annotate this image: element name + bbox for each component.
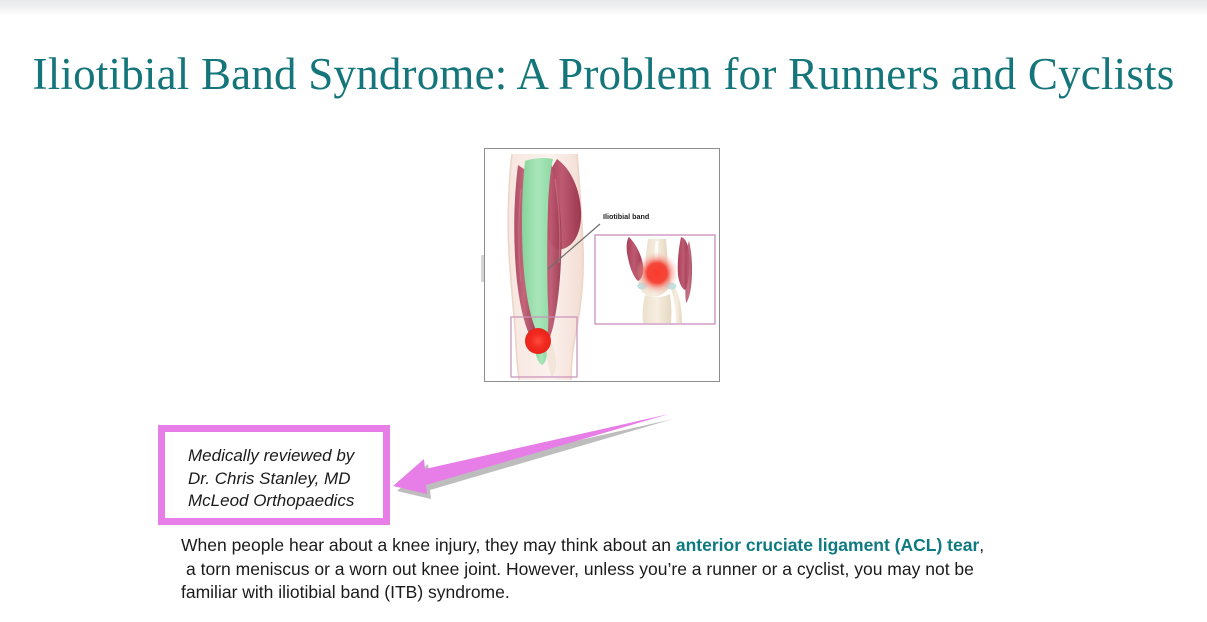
inset-pain-spot	[636, 252, 678, 294]
leg-anatomy-group	[507, 153, 584, 381]
itb-annotation-label: Iliotibial band	[603, 212, 649, 221]
iliotibial-band-illustration: Iliotibial band	[485, 149, 719, 381]
body-line-3: familiar with iliotibial band (ITB) synd…	[181, 582, 510, 602]
iliotibial-band	[521, 157, 553, 348]
muscle-highlight-1	[554, 178, 561, 264]
roi-rectangle-knee	[510, 316, 578, 378]
body-line-2: a torn meniscus or a worn out knee joint…	[186, 558, 974, 579]
leg-outline-left	[507, 153, 520, 381]
acl-tear-link[interactable]: anterior cruciate ligament (ACL) tear	[675, 535, 980, 555]
anatomy-figure: Iliotibial band	[484, 148, 720, 382]
inset-muscle-lateral-2	[685, 241, 693, 303]
page-top-shadow-band	[0, 0, 1207, 16]
pain-spot-knee	[525, 328, 551, 354]
reviewer-text-block: Medically reviewed by Dr. Chris Stanley,…	[188, 445, 354, 513]
leg-outline-right	[570, 153, 584, 381]
tibia	[642, 294, 672, 323]
arrow-body	[393, 414, 669, 494]
article-body-paragraph: When people hear about a knee injury, th…	[181, 534, 1026, 605]
leader-line	[547, 223, 601, 270]
arrow-shadow	[397, 419, 673, 499]
annotation-group: Iliotibial band	[547, 212, 649, 270]
figure-left-handle	[481, 255, 485, 282]
body-line-1-text-before-link: When people hear about a knee injury, th…	[181, 535, 676, 555]
muscle-highlight-2	[518, 188, 522, 282]
page-title: Iliotibial Band Syndrome: A Problem for …	[32, 49, 1175, 100]
body-line-1-text-after-link: ,	[979, 535, 985, 555]
pink-callout-arrow	[393, 414, 673, 499]
knee-inset-group	[594, 234, 716, 325]
fibula	[671, 287, 682, 323]
reviewer-line-1: Medically reviewed by	[188, 446, 355, 465]
body-line-1: When people hear about a knee injury, th…	[181, 534, 1026, 558]
reviewer-line-2: Dr. Chris Stanley, MD	[188, 468, 351, 488]
medically-reviewed-callout-box: Medically reviewed by Dr. Chris Stanley,…	[158, 425, 390, 525]
reviewer-line-3: McLeod Orthopaedics	[188, 491, 355, 510]
